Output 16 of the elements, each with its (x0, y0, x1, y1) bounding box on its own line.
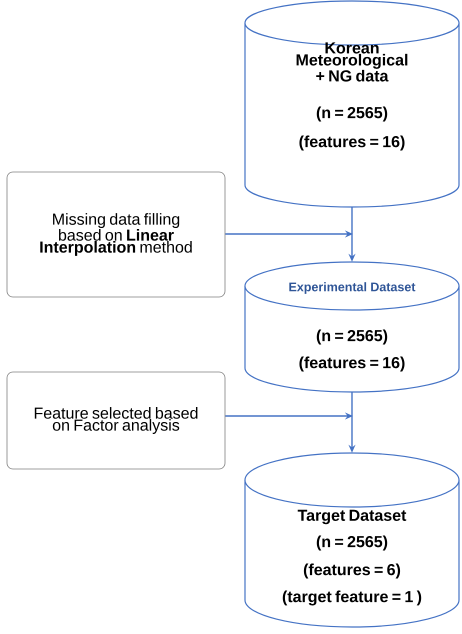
node-label: (target feature = 1 ) (282, 590, 422, 606)
node-label: Experimental Dataset (289, 282, 416, 294)
cylinder: Experimental Dataset (n = 2565) (features = 16) (244, 261, 460, 393)
node-label: Target Dataset (298, 510, 406, 524)
node-label: Meteorological + NG data (296, 54, 408, 82)
node-label: (n = 2565) (316, 536, 388, 550)
node-label: (features = 16) (299, 136, 405, 150)
process-box: Feature selected based on Factor analysis (6, 372, 226, 470)
cylinder: Korean Meteorological + NG data (n = 2565) (features = 16) (244, 0, 460, 208)
node-label: (n = 2565) (316, 106, 388, 122)
node-label: (n = 2565) (316, 330, 388, 344)
node-label: (features = 16) (299, 356, 405, 372)
node-label: (features = 6) (304, 564, 400, 578)
cylinder: Target Dataset (n = 2565) (features = 6) (target feature = 1 ) (244, 452, 460, 628)
process-box: Missing data filling based on Linear Interpolation method (6, 172, 226, 298)
node-label: Korean (326, 42, 379, 54)
